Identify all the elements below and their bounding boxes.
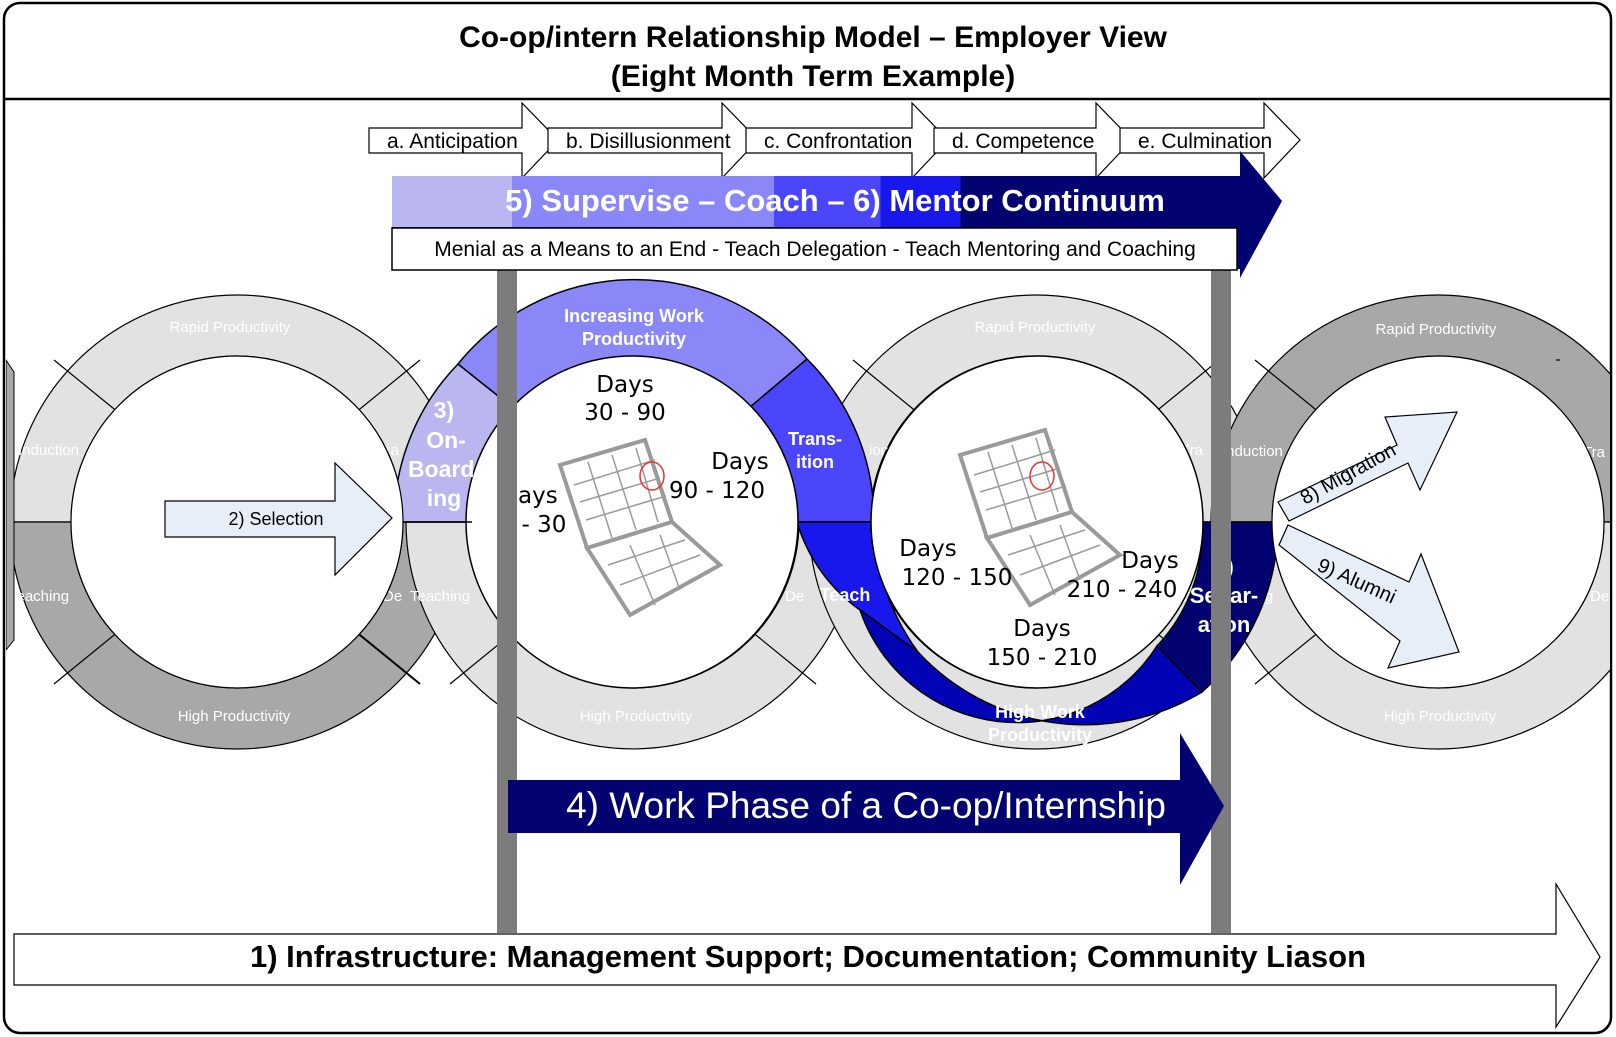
end-bar (1211, 268, 1231, 933)
high-work-label-1: High Work (995, 702, 1086, 722)
stage-label-1: b. Disillusionment (566, 130, 731, 153)
start-bar (497, 268, 517, 933)
days-210-240-label: Days (1121, 548, 1178, 574)
gray-second-teaching-label: Teaching (410, 588, 470, 605)
increasing-label-2: Productivity (582, 329, 686, 349)
calendar-icon-1 (557, 437, 724, 618)
stage-label-3: d. Competence (952, 130, 1094, 153)
stage-arrows: a. Anticipation b. Disillusionment c. Conf… (368, 101, 1301, 180)
gray-third-rapid-label: Rapid Productivity (975, 319, 1096, 336)
stage-arrow-1 (547, 101, 759, 180)
segment-high-work (858, 608, 1204, 726)
gray-left-teaching-label: Teaching (9, 588, 69, 605)
work-phase-label: 4) Work Phase of a Co-op/Internship (566, 785, 1166, 826)
gray-right-high-label: High Productivity (1384, 708, 1497, 725)
gray-left-rapid-label: Rapid Productivity (170, 319, 291, 336)
title-line-2: (Eight Month Term Example) (611, 60, 1015, 93)
continuum-label: 5) Supervise – Coach – 6) Mentor Continu… (505, 183, 1165, 218)
transition-label-1: Trans- (788, 429, 842, 449)
gray-right-induction-label: Induction (1222, 443, 1283, 460)
gray-second-high-label: High Productivity (580, 708, 693, 725)
gray-right-teaching-label: g (1265, 588, 1273, 605)
days-90-120-range: 90 - 120 (669, 478, 765, 504)
days-120-150-label: Days (899, 536, 956, 562)
stage-label-2: c. Confrontation (764, 130, 912, 153)
infrastructure-label: 1) Infrastructure: Management Support; D… (250, 939, 1366, 974)
onboarding-label-2: On- (426, 427, 466, 453)
gray-left-high-label: High Productivity (178, 708, 291, 725)
stage-label-0: a. Anticipation (387, 130, 518, 153)
selection-label-overlay: 2) Selection (228, 509, 323, 529)
gray-left-induction-label: Induction (18, 442, 79, 459)
transition-label-2: ition (796, 452, 834, 472)
onboarding-label-4: ing (427, 485, 462, 511)
onboarding-label-1: 3) (434, 397, 454, 423)
days-150-210-range: 150 - 210 (987, 645, 1098, 671)
gray-ring-edge (6, 359, 15, 651)
days-210-240-range: 210 - 240 (1067, 577, 1178, 603)
increasing-label-1: Increasing Work (564, 306, 705, 326)
days-30-90-label: Days (596, 372, 653, 398)
days-150-210-label: Days (1013, 616, 1070, 642)
continuum-arrow: 5) Supervise – Coach – 6) Mentor Continu… (391, 151, 1282, 278)
gray-right-rapid-label: Rapid Productivity (1376, 321, 1497, 338)
gray-second-dev2-label: De (785, 588, 804, 605)
title-line-1: Co-op/intern Relationship Model – Employ… (459, 21, 1168, 54)
stage-label-4: e. Culmination (1138, 130, 1272, 153)
gray-third-induction-label: ion (869, 442, 889, 459)
teach-label: Teach (820, 585, 871, 605)
stage-arrow-4 (1119, 101, 1301, 180)
high-work-label-2: Productivity (988, 725, 1092, 745)
stage-arrow-0 (368, 101, 559, 180)
days-120-150-range: 120 - 150 (902, 565, 1013, 591)
stage-arrow-2 (745, 101, 949, 180)
stage-arrow-3 (933, 101, 1133, 180)
days-90-120-label: Days (711, 449, 768, 475)
gray-right-dev-label: De (1590, 588, 1609, 605)
days-30-90-range: 30 - 90 (584, 400, 665, 426)
calendar-icon-2 (957, 427, 1124, 608)
continuum-subtitle-box (391, 227, 1238, 271)
work-phase-arrow: 4) Work Phase of a Co-op/Internship (508, 733, 1224, 885)
selection-arrow-overlay (164, 461, 393, 577)
continuum-subtitle: Menial as a Means to an End - Teach Dele… (434, 238, 1196, 261)
infrastructure-arrow: 1) Infrastructure: Management Support; D… (13, 881, 1601, 1030)
onboarding-label-3: Board- (408, 456, 482, 482)
